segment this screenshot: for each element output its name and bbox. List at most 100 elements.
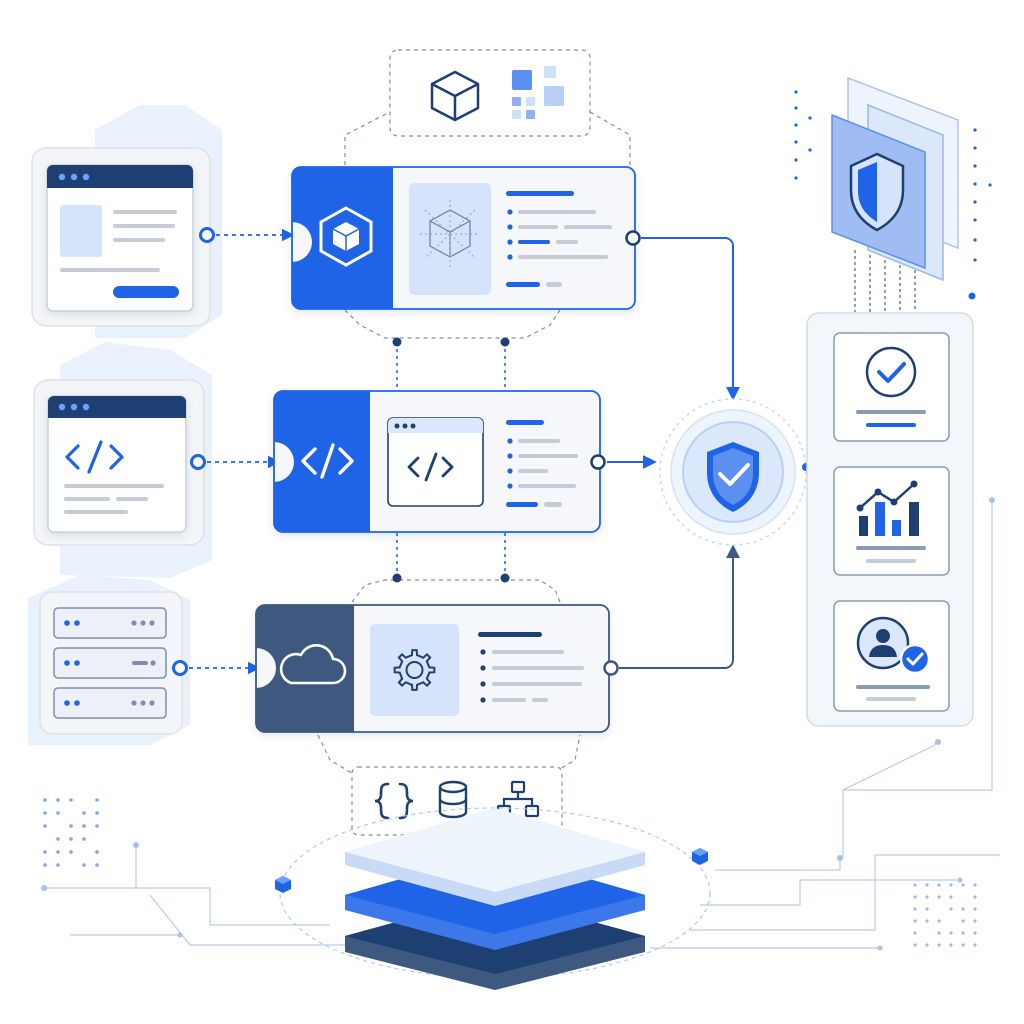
server-rack-icon [53, 607, 167, 719]
source-connectors [172, 227, 295, 676]
grid-dot [95, 798, 99, 802]
circuit-nodes [41, 497, 995, 951]
circuit-lines [44, 500, 1000, 949]
grid-dot [56, 811, 60, 815]
grid-dot [961, 919, 965, 923]
grid-dot [56, 863, 60, 867]
grid-dot [794, 106, 798, 110]
grid-dot [82, 863, 86, 867]
panel-card-user[interactable] [833, 600, 950, 712]
dot-grid-right [913, 883, 977, 947]
grid-dot [973, 146, 977, 150]
grid-dot [56, 798, 60, 802]
grid-dot [949, 895, 953, 899]
grid-dot [973, 931, 977, 935]
grid-dot [949, 907, 953, 911]
grid-dot [69, 837, 73, 841]
grid-dot [937, 919, 941, 923]
grid-dot [968, 292, 976, 300]
grid-dot [95, 850, 99, 854]
cloud-icon [279, 644, 347, 685]
braces-icon [374, 782, 414, 820]
cube-outline-icon [430, 70, 480, 122]
grid-dot [794, 176, 798, 180]
grid-dot [56, 850, 60, 854]
grid-dot [949, 943, 953, 947]
grid-dot [82, 837, 86, 841]
grid-dot [973, 895, 977, 899]
grid-dot [973, 883, 977, 887]
dot-grid-left [43, 798, 99, 867]
grid-dot [925, 895, 929, 899]
grid-dot [937, 895, 941, 899]
check-circle-icon [865, 346, 917, 398]
grid-dot [794, 158, 798, 162]
source-card-code[interactable] [33, 342, 212, 578]
panel-card-analytics[interactable] [833, 466, 950, 576]
grid-dot [82, 824, 86, 828]
grid-dot [973, 238, 977, 242]
grid-dot [925, 919, 929, 923]
grid-dot [69, 850, 73, 854]
grid-dot [794, 140, 798, 144]
grid-dot [69, 824, 73, 828]
grid-dot [973, 258, 977, 262]
grid-dot [961, 931, 965, 935]
grid-dot [913, 943, 917, 947]
grid-dot [949, 883, 953, 887]
grid-dot [937, 943, 941, 947]
grid-dot [913, 907, 917, 911]
grid-dot [961, 883, 965, 887]
grid-dot [913, 931, 917, 935]
grid-dot [95, 811, 99, 815]
grid-dot [973, 200, 977, 204]
grid-dot [69, 798, 73, 802]
source-card-app[interactable] [31, 105, 222, 338]
security-hub[interactable] [659, 398, 835, 546]
grid-dot [808, 148, 812, 152]
grid-dot [949, 931, 953, 935]
grid-dot [913, 895, 917, 899]
grid-dot [973, 182, 977, 186]
grid-dot [43, 824, 47, 828]
grid-dot [961, 907, 965, 911]
wireframe-cube-icon [420, 200, 480, 267]
bar-chart-icon [856, 480, 919, 536]
cube-icon [319, 206, 373, 267]
blocks-icon [512, 66, 564, 119]
grid-dot [95, 863, 99, 867]
grid-dot [973, 919, 977, 923]
grid-dot [973, 907, 977, 911]
database-icon [438, 780, 468, 819]
small-cube-right [692, 848, 708, 865]
stage-card-cloud[interactable] [255, 604, 610, 733]
grid-dot [961, 943, 965, 947]
grid-dot [43, 798, 47, 802]
stage-card-code[interactable] [273, 390, 601, 533]
grid-dot [925, 883, 929, 887]
app-window-icon [46, 164, 194, 312]
stage-link-dots [392, 337, 510, 583]
top-component-box [344, 49, 631, 165]
shield-icon [849, 152, 905, 232]
grid-dot [43, 811, 47, 815]
grid-dot [913, 919, 917, 923]
grid-dot [43, 863, 47, 867]
grid-dot [925, 943, 929, 947]
code-window-icon [47, 395, 187, 533]
grid-dot [973, 164, 977, 168]
panel-card-verified[interactable] [833, 332, 950, 442]
shield-check-icon [707, 442, 759, 512]
grid-dot [973, 943, 977, 947]
source-card-server[interactable] [28, 575, 190, 745]
grid-dot [973, 128, 977, 132]
security-layers [794, 76, 992, 312]
grid-dot [913, 883, 917, 887]
grid-dot [925, 907, 929, 911]
grid-dot [937, 931, 941, 935]
grid-dot [95, 824, 99, 828]
stage-card-build[interactable] [291, 166, 636, 310]
layer-stack-icon[interactable] [275, 807, 711, 990]
code-icon [301, 443, 354, 479]
